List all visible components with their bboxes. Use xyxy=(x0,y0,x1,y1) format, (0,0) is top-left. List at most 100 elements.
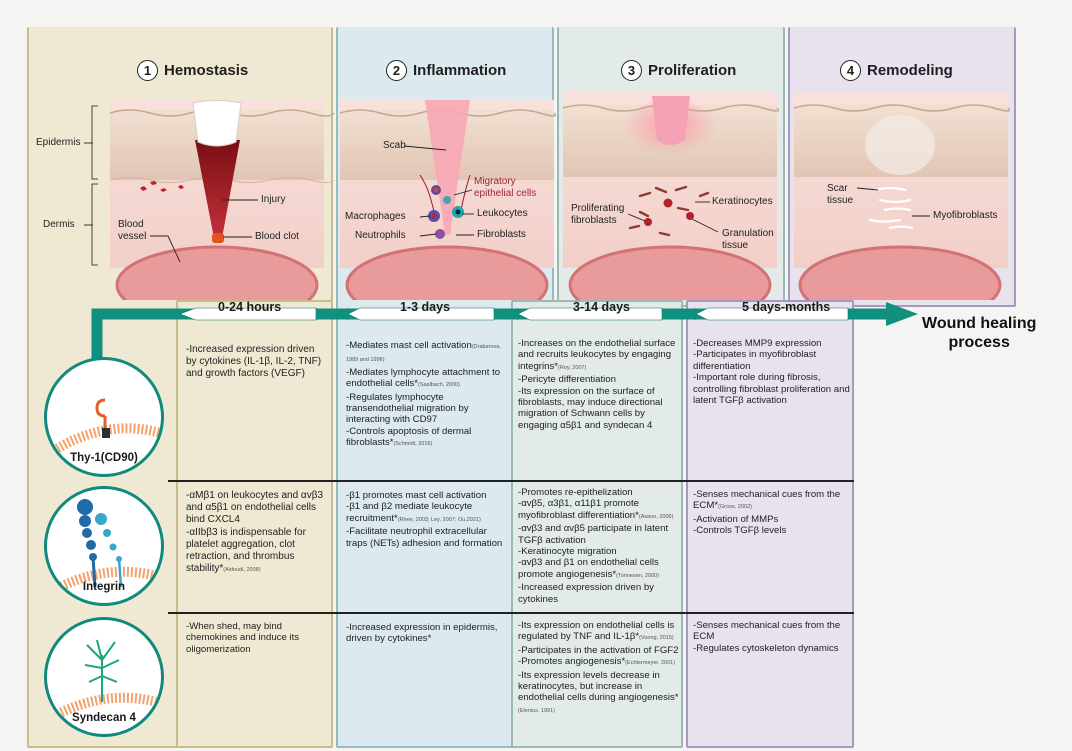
citation: (Tonnesen, 2000) xyxy=(616,572,659,579)
cell-line: -αvβ5, α3β1, α11β1 promote myofibroblast… xyxy=(518,498,680,523)
citation: (Roy, 2007) xyxy=(558,364,587,371)
cell-line: -β1 and β2 mediate leukocyte recruitment… xyxy=(346,501,506,526)
label-epidermis: Epidermis xyxy=(36,137,81,148)
cell-line: -Keratinocyte migration xyxy=(518,546,680,557)
cell-integrin-hemostasis: -αMβ1 on leukocytes and αvβ3 and α5β1 on… xyxy=(186,490,331,576)
cell-line: -αvβ3 and αvβ5 participate in latent TGF… xyxy=(518,523,680,546)
citation: (Asano, 2006) xyxy=(638,513,674,520)
cell-integrin-inflammation: -β1 promotes mast cell activation-β1 and… xyxy=(346,490,506,549)
cell-thy1-inflammation: -Mediates mast cell activation(Draberova… xyxy=(346,340,506,451)
timeline-arrow xyxy=(91,302,918,360)
cell-line: -Regulates cytoskeleton dynamics xyxy=(693,643,853,654)
label-granulation-tissue: Granulation tissue xyxy=(722,228,774,251)
cell-line: -β1 promotes mast cell activation xyxy=(346,490,506,501)
label-neutrophils: Neutrophils xyxy=(355,230,406,241)
syndecan-circle: Syndecan 4 xyxy=(44,617,164,737)
citation: (Rhee, 2003; Ley, 2007; Ou,2021) xyxy=(397,516,481,523)
cell-line: -Controls TGFβ levels xyxy=(693,525,853,536)
cell-line-text: -Promotes re-epithelization xyxy=(518,487,633,498)
label-dermis: Dermis xyxy=(43,219,75,230)
label-scab: Scab xyxy=(383,140,406,151)
cell-integrin-remodeling: -Senses mechanical cues from the ECM*(Gr… xyxy=(693,489,853,537)
cell-line: -Its expression on endothelial cells is … xyxy=(518,620,680,645)
cell-syndecan-hemostasis: -When shed, may bind chemokines and indu… xyxy=(186,621,331,655)
label-macrophages: Macrophages xyxy=(345,211,406,222)
cell-line-text: -β1 promotes mast cell activation xyxy=(346,490,487,501)
citation: (Saalbach, 2000) xyxy=(418,382,460,389)
cell-line-text: -Activation of MMPs xyxy=(693,513,779,525)
period-0-24-hours: 0-24 hours xyxy=(218,300,282,314)
period-3-14-days: 3-14 days xyxy=(573,300,630,314)
cell-line-text: -Pericyte differentiation xyxy=(518,374,616,386)
cell-line-text: -Increased expression in epidermis, driv… xyxy=(346,622,498,645)
molecule-name-syndecan: Syndecan 4 xyxy=(72,712,136,724)
label-leukocytes: Leukocytes xyxy=(477,208,528,219)
cell-line-text: -β1 and β2 mediate leukocyte recruitment… xyxy=(346,501,473,524)
cell-line: -Increases on the endothelial surface an… xyxy=(518,338,678,374)
cell-line-text: -Regulates lymphocyte transendothelial m… xyxy=(346,391,469,426)
cell-line: -Mediates mast cell activation(Draberova… xyxy=(346,340,506,367)
cell-line: -Senses mechanical cues from the ECM xyxy=(693,620,853,643)
label-blood-clot: Blood clot xyxy=(255,231,299,242)
cell-line: -αMβ1 on leukocytes and αvβ3 and α5β1 on… xyxy=(186,490,331,527)
cell-line: -Increased expression in epidermis, driv… xyxy=(346,622,506,645)
cell-line-text: -Its expression on the surface of fibrob… xyxy=(518,385,663,431)
cell-line-text: -Controls TGFβ levels xyxy=(693,525,787,537)
row-separator-2 xyxy=(168,612,854,614)
proliferation-skin xyxy=(562,92,780,300)
citation: (Aidoudi, 2008) xyxy=(223,567,261,574)
cell-line: -Increased expression driven by cytokine… xyxy=(186,344,326,381)
cell-line-text: -Increases on the endothelial surface an… xyxy=(518,338,676,372)
cell-line: -Promotes angiogenesis*(Echtermeyer, 200… xyxy=(518,656,680,669)
cell-line: -Regulates lymphocyte transendothelial m… xyxy=(346,392,506,426)
label-injury: Injury xyxy=(261,194,286,205)
cell-integrin-proliferation: -Promotes re-epithelization-αvβ5, α3β1, … xyxy=(518,487,680,605)
cell-line: -αIIbβ3 is indispensable for platelet ag… xyxy=(186,527,331,577)
cell-line-text: -Promotes angiogenesis* xyxy=(518,656,626,668)
cell-line: -Senses mechanical cues from the ECM*(Gr… xyxy=(693,489,853,514)
cell-line-text: -Participates in myofibroblast different… xyxy=(693,349,817,372)
molecule-name-thy1: Thy-1(CD90) xyxy=(70,452,138,464)
citation: (Elenius, 1991) xyxy=(518,707,555,714)
integrin-icon xyxy=(47,499,161,599)
cell-line: -Its expression levels decrease in kerat… xyxy=(518,670,680,718)
cell-line-text: -Facilitate neutrophil extracellular tra… xyxy=(346,526,503,549)
cell-syndecan-proliferation: -Its expression on endothelial cells is … xyxy=(518,620,680,717)
cell-line-text: -Increased expression driven by cytokine… xyxy=(518,582,654,605)
remodeling-column xyxy=(686,300,854,748)
cell-line-text: -Senses mechanical cues from the ECM* xyxy=(693,489,841,512)
cell-line: -Activation of MMPs xyxy=(693,514,853,525)
skin-illustrations xyxy=(84,92,1011,300)
inflammation-skin xyxy=(339,100,557,300)
label-keratinocytes: Keratinocytes xyxy=(712,196,773,207)
label-fibroblasts: Fibroblasts xyxy=(477,229,526,240)
cell-line: -Participates in myofibroblast different… xyxy=(693,349,853,372)
cell-line-text: -Controls apoptosis of dermal fibroblast… xyxy=(346,425,472,449)
cell-syndecan-remodeling: -Senses mechanical cues from the ECM-Reg… xyxy=(693,620,853,654)
period-5-days-months: 5 days-months xyxy=(742,300,831,314)
label-blood-vessel: Blood vessel xyxy=(118,219,147,242)
label-myofibroblasts: Myofibroblasts xyxy=(933,210,998,221)
cell-line: -Facilitate neutrophil extracellular tra… xyxy=(346,526,506,549)
citation: (Echtermeyer, 2001) xyxy=(625,660,676,667)
cell-line-text: -Regulates cytoskeleton dynamics xyxy=(693,642,839,654)
citation: (Vuong, 2015) xyxy=(639,635,674,642)
cell-line-text: -αMβ1 on leukocytes and αvβ3 and α5β1 on… xyxy=(186,490,324,526)
outcome-label: Wound healing process xyxy=(922,315,1037,351)
citation: (Grose, 2002) xyxy=(718,504,752,511)
cell-line: -Important role during fibrosis, control… xyxy=(693,372,853,406)
thy1-icon xyxy=(47,398,161,460)
cell-line: -Controls apoptosis of dermal fibroblast… xyxy=(346,426,506,451)
cell-line-text: -αvβ3 and αvβ5 participate in latent TGF… xyxy=(518,523,669,546)
cell-line: -Increased expression driven by cytokine… xyxy=(518,582,680,605)
cell-thy1-proliferation: -Increases on the endothelial surface an… xyxy=(518,338,678,431)
cell-line-text: -Mediates lymphocyte attachment to endot… xyxy=(346,366,501,390)
cell-line-text: -Senses mechanical cues from the ECM xyxy=(693,620,841,643)
cell-line-text: -αvβ5, α3β1, α11β1 promote myofibroblast… xyxy=(518,498,640,521)
row-separator-1 xyxy=(168,480,854,482)
integrin-circle: Integrin xyxy=(44,486,164,606)
molecule-name-integrin: Integrin xyxy=(82,581,126,593)
cell-thy1-hemostasis: -Increased expression driven by cytokine… xyxy=(186,344,326,381)
